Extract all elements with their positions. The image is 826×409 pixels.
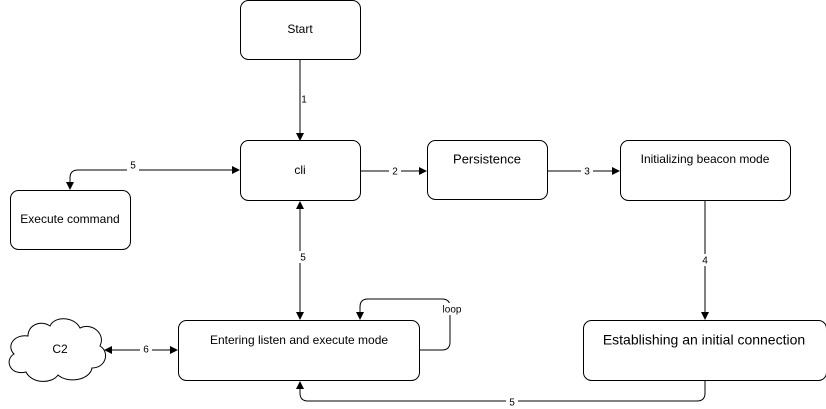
node-cli[interactable]: cli: [240, 140, 361, 201]
node-beacon-label: Initializing beacon mode: [641, 152, 770, 166]
edge-label-1: 1: [301, 95, 307, 106]
edge-connection-to-listen: 5: [296, 381, 706, 409]
edge-beacon-to-connection: 4: [699, 201, 711, 320]
edge-start-to-cli: 1: [296, 60, 307, 141]
node-persistence-label: Persistence: [453, 151, 521, 166]
edge-cli-to-persistence: 2: [360, 165, 427, 178]
edge-persistence-to-beacon: 3: [548, 165, 620, 178]
arrowhead-icon: [232, 166, 240, 174]
node-listen[interactable]: Entering listen and execute mode: [178, 320, 420, 381]
arrowhead-icon: [104, 346, 112, 354]
node-persistence[interactable]: Persistence: [427, 140, 548, 200]
node-execute-label: Execute command: [20, 212, 119, 226]
edge-listen-to-c2: 6: [104, 344, 178, 356]
node-connection[interactable]: Establishing an initial connection: [583, 320, 826, 381]
node-c2-label: C2: [52, 342, 68, 356]
arrowhead-icon: [612, 167, 620, 175]
arrowhead-icon: [66, 182, 74, 190]
edge-label-5-execute: 5: [130, 161, 136, 172]
arrowhead-icon: [356, 312, 364, 320]
node-start[interactable]: Start: [240, 0, 361, 60]
node-start-label: Start: [287, 22, 313, 36]
edge-cli-to-listen: 5: [296, 201, 309, 320]
edge-label-3: 3: [584, 167, 590, 178]
arrowhead-icon: [296, 133, 304, 141]
arrowhead-icon: [296, 201, 304, 209]
edge-label-loop: loop: [443, 305, 462, 316]
arrowhead-icon: [296, 312, 304, 320]
edge-label-4: 4: [702, 256, 708, 267]
edge-label-2: 2: [392, 167, 398, 178]
arrowhead-icon: [701, 312, 709, 320]
node-connection-label: Establishing an initial connection: [603, 332, 805, 348]
edge-label-5-listen: 5: [300, 253, 306, 264]
cloud-icon: [8, 318, 107, 382]
arrowhead-icon: [296, 381, 304, 389]
node-c2[interactable]: C2: [8, 318, 107, 382]
edge-label-6: 6: [143, 345, 149, 356]
node-beacon[interactable]: Initializing beacon mode: [620, 140, 791, 201]
edge-listen-loop: loop: [356, 298, 464, 351]
node-execute[interactable]: Execute command: [10, 190, 131, 250]
node-listen-label: Entering listen and execute mode: [210, 333, 388, 347]
node-cli-label: cli: [294, 163, 305, 177]
arrowhead-icon: [170, 346, 178, 354]
edge-label-5-connection: 5: [509, 398, 515, 409]
arrowhead-icon: [419, 167, 427, 175]
edge-cli-to-execute: 5: [66, 159, 240, 190]
